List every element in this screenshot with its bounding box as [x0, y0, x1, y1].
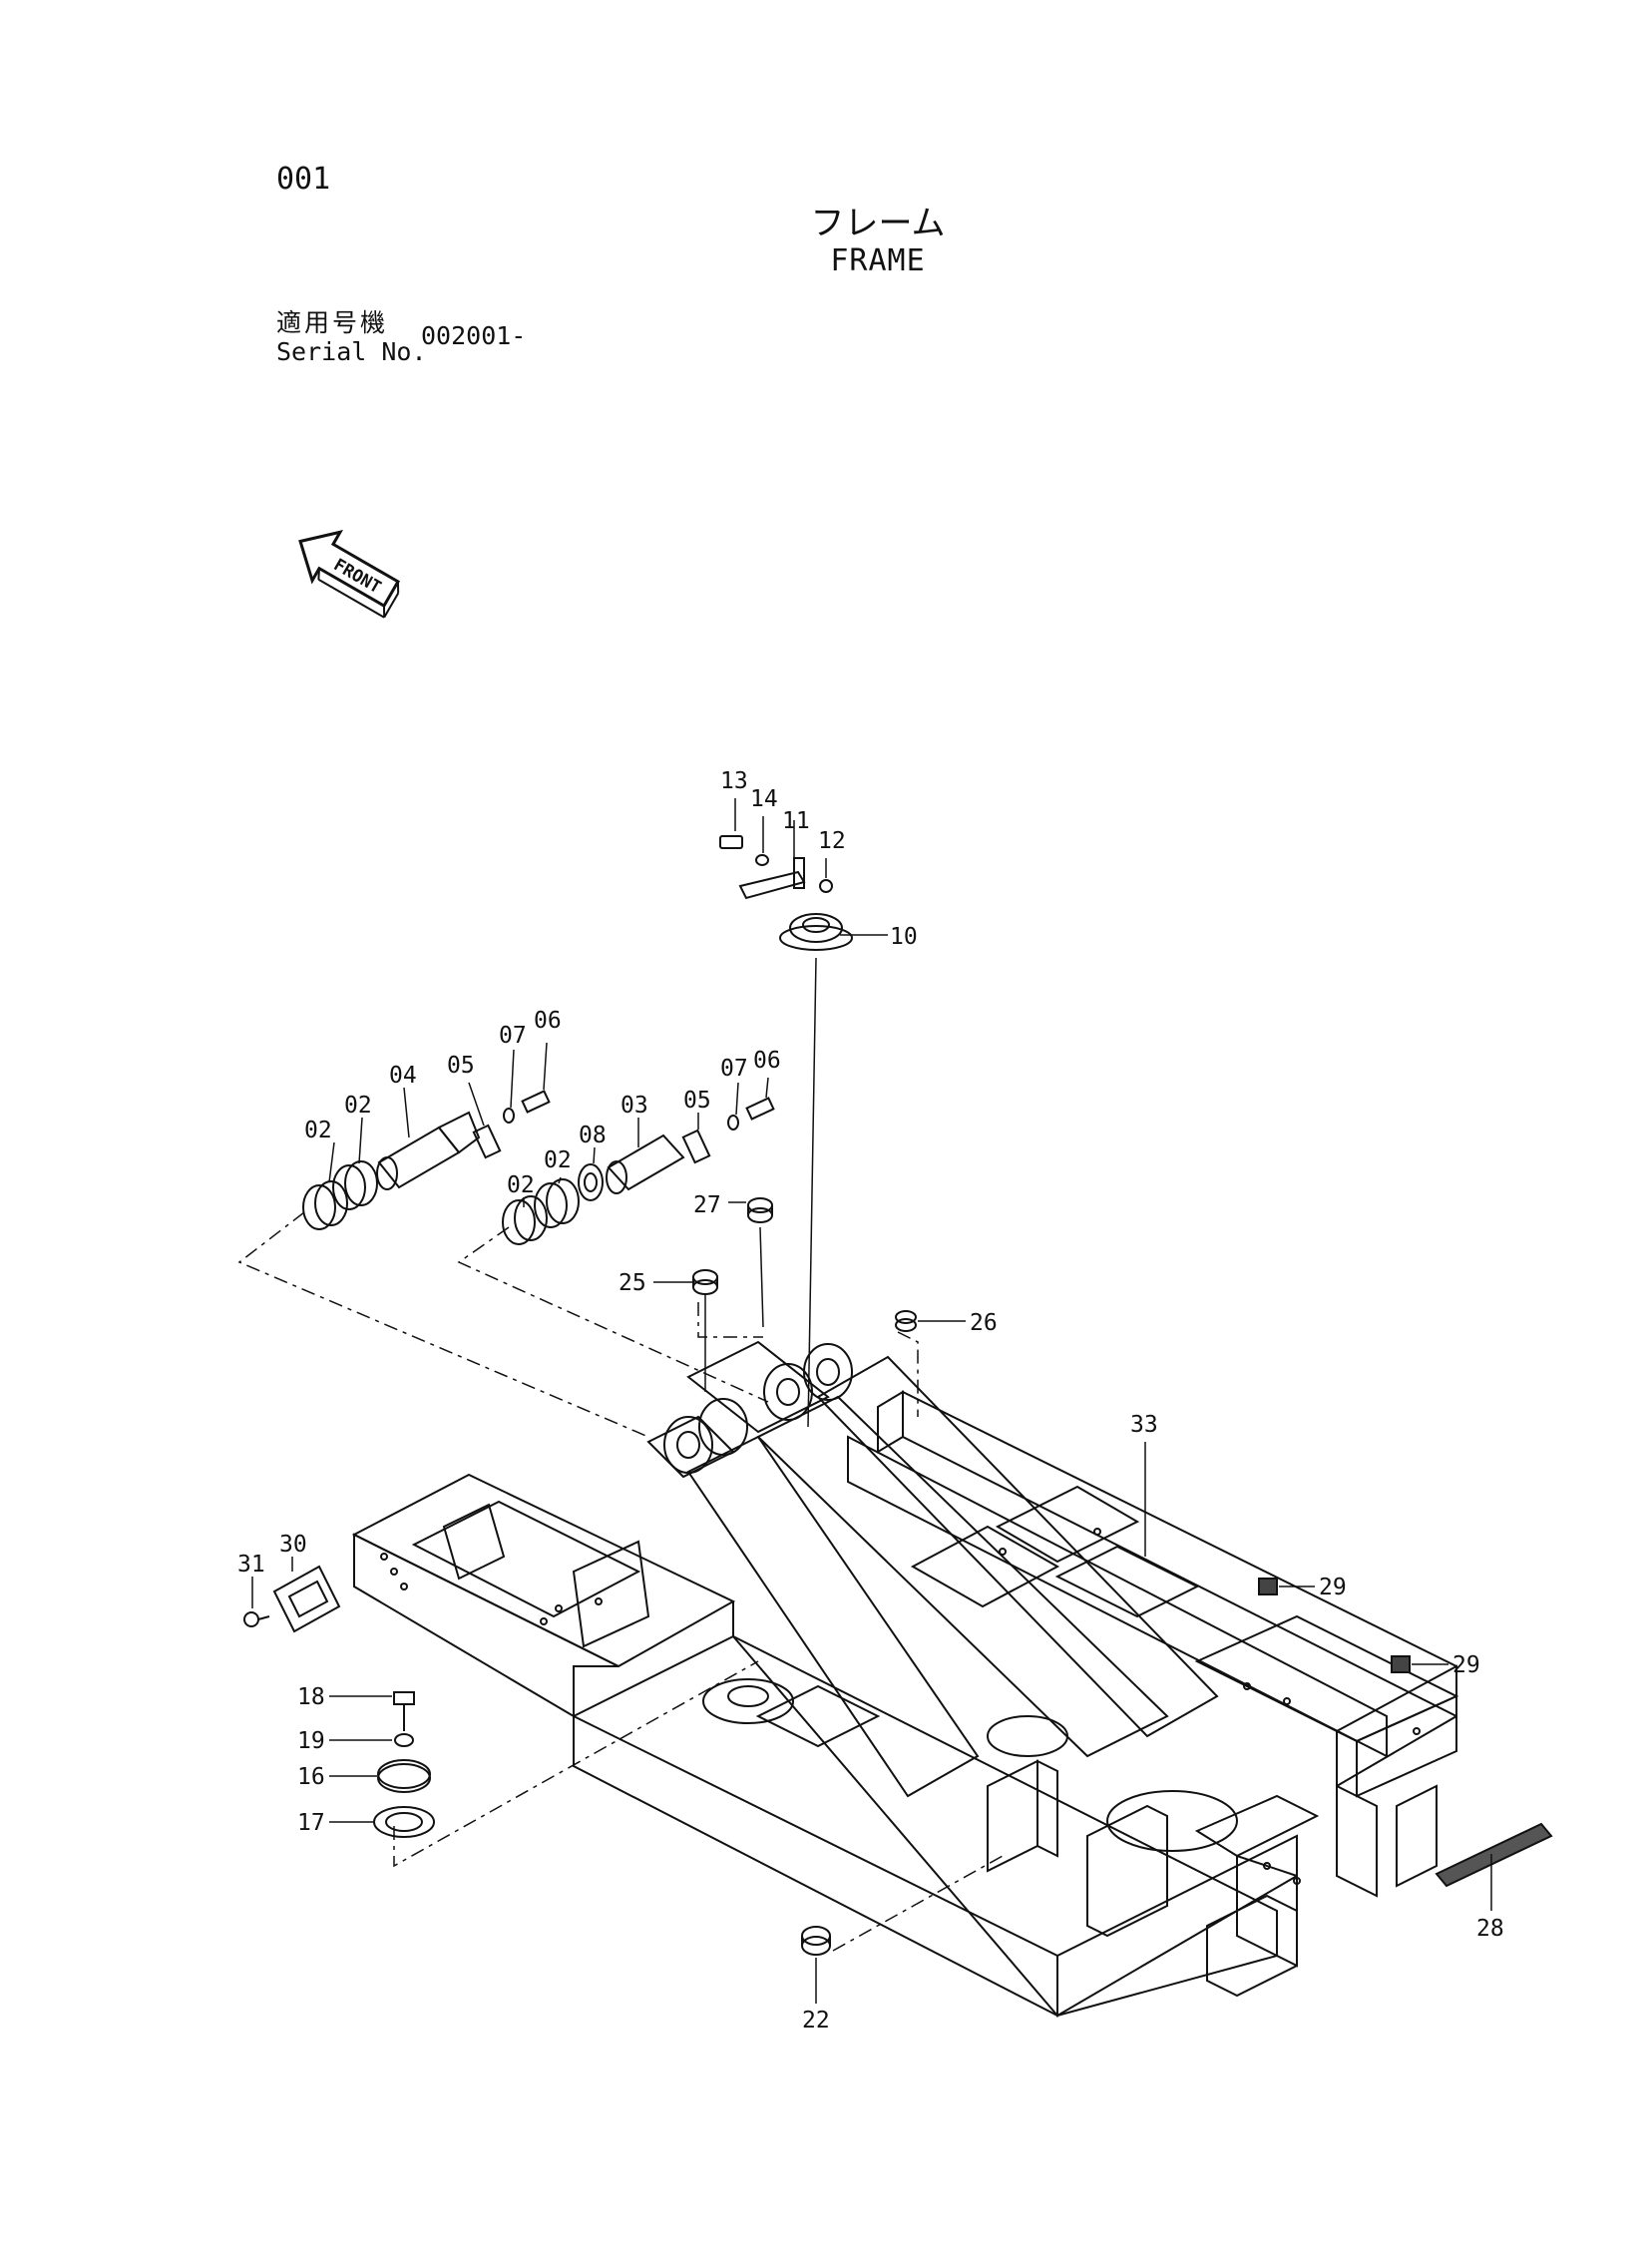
callout-29-lower: 29: [1452, 1652, 1480, 1678]
callout-05-right: 05: [683, 1088, 711, 1114]
part-02-bushing-d: [534, 1178, 580, 1228]
part-07-washer-b: [727, 1115, 739, 1131]
callout-08: 08: [579, 1123, 607, 1148]
callout-28: 28: [1476, 1916, 1504, 1942]
part-25-grommet: [692, 1269, 718, 1295]
part-10-cap: [779, 913, 853, 951]
title-japanese: フレーム: [810, 204, 946, 243]
part-22-grommet: [801, 1926, 831, 1956]
callout-03: 03: [620, 1093, 648, 1119]
part-27-grommet: [747, 1197, 773, 1223]
part-02-bushing-a: [302, 1180, 348, 1230]
callout-11: 11: [782, 808, 810, 834]
callout-22: 22: [802, 2008, 830, 2034]
callout-06-right: 06: [753, 1048, 781, 1074]
part-02-bushing-b: [332, 1160, 378, 1210]
assembly-dashed-lines: [237, 1211, 1004, 1952]
serial-label-japanese: 適用号機: [276, 308, 389, 337]
callout-12: 12: [818, 828, 846, 854]
part-18-bolt: [393, 1691, 415, 1731]
part-19-washer: [394, 1733, 414, 1747]
callout-02-center-a: 02: [544, 1147, 572, 1173]
part-28-bar: [1435, 1822, 1553, 1888]
title-english: FRAME: [830, 243, 926, 278]
part-07-washer-a: [503, 1108, 515, 1124]
part-05-plate-a: [472, 1124, 502, 1159]
callout-25: 25: [619, 1270, 646, 1296]
front-direction-arrow-icon: FRONT: [298, 530, 401, 619]
callout-19: 19: [297, 1728, 325, 1754]
part-11-stopper: [738, 857, 806, 900]
callout-33: 33: [1130, 1412, 1158, 1438]
part-29-cap-b: [1391, 1655, 1411, 1673]
part-29-cap-a: [1258, 1578, 1278, 1595]
part-31-bolt: [243, 1611, 270, 1627]
callout-labels: 13 14 11 12 10 06 07 05 04 02 02 02 02 0…: [237, 768, 1504, 2034]
callout-06-upper-left: 06: [534, 1008, 562, 1034]
callout-18: 18: [297, 1684, 325, 1710]
part-17-gasket: [373, 1806, 435, 1838]
leader-lines: [251, 798, 1492, 2004]
part-14-washer: [755, 854, 769, 866]
part-26-grommet: [895, 1310, 917, 1332]
callout-30: 30: [279, 1532, 307, 1558]
page-number: 001: [276, 162, 331, 197]
callout-27: 27: [693, 1192, 721, 1218]
callout-13: 13: [720, 768, 748, 794]
part-06-bolt-a: [521, 1090, 551, 1114]
callout-05-upper-left: 05: [447, 1053, 475, 1079]
callout-16: 16: [297, 1764, 325, 1790]
callout-14: 14: [750, 786, 778, 812]
callout-07-upper-left: 07: [499, 1023, 527, 1049]
part-02-bushing-c: [502, 1195, 548, 1245]
callout-26: 26: [970, 1310, 998, 1336]
part-06-bolt-b: [745, 1097, 775, 1121]
callout-17: 17: [297, 1810, 325, 1836]
callout-02-center-b: 02: [507, 1172, 535, 1198]
callout-02-left-a: 02: [344, 1093, 372, 1119]
callout-04: 04: [389, 1063, 417, 1089]
part-13-bolt: [719, 835, 743, 849]
part-05-plate-b: [681, 1129, 711, 1164]
part-30-cover: [272, 1565, 341, 1633]
callout-31: 31: [237, 1552, 265, 1578]
parts-group: [243, 835, 1553, 1956]
serial-number-value: 002001-: [421, 321, 527, 350]
callout-07-right: 07: [720, 1056, 748, 1082]
part-03-pin: [606, 1133, 685, 1194]
serial-label-english: Serial No.: [276, 337, 427, 366]
callout-29-upper: 29: [1319, 1575, 1347, 1600]
main-frame-body: [351, 1340, 1459, 2018]
part-08-shim: [578, 1163, 604, 1201]
part-12-washer: [819, 879, 833, 893]
callout-02-left-b: 02: [304, 1118, 332, 1143]
part-04-pin: [376, 1111, 481, 1190]
callout-10: 10: [890, 924, 918, 950]
part-16-plate: [377, 1759, 431, 1793]
